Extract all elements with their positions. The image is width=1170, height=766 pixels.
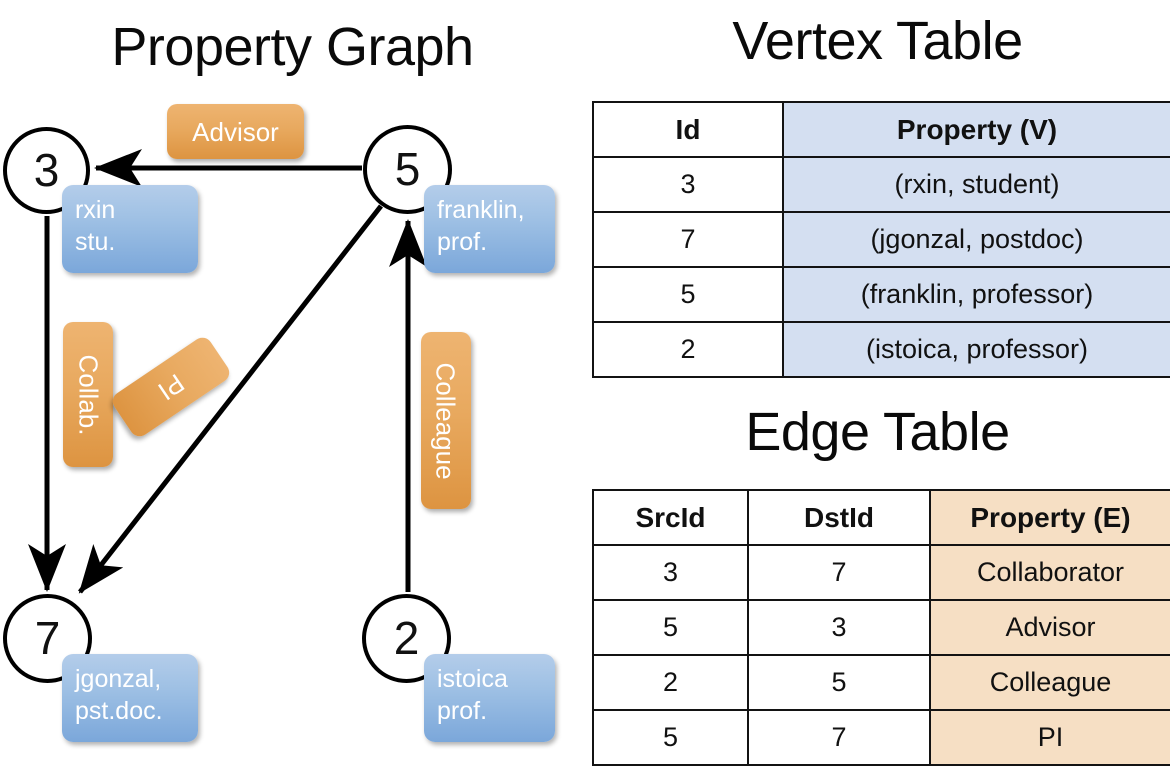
vertex-cell-property: (franklin, professor) (782, 266, 1170, 323)
edge-label-collab-text: Collab. (73, 354, 103, 435)
graph-node-2-id: 2 (393, 611, 420, 664)
vertex-cell-id: 3 (592, 156, 784, 213)
edge-table-header-property: Property (E) (929, 489, 1170, 546)
graph-node-5-id: 5 (394, 142, 421, 195)
edge-cell-srcid: 3 (592, 544, 749, 601)
vertex-cell-property: (istoica, professor) (782, 321, 1170, 378)
edge-cell-srcid: 2 (592, 654, 749, 711)
graph-edge-lines (27, 148, 428, 594)
vertex-cell-id: 2 (592, 321, 784, 378)
edge-cell-property: PI (929, 709, 1170, 766)
graph-node-5-property-line-1: franklin, (437, 196, 525, 224)
edge-cell-dstid: 3 (747, 599, 931, 656)
edge-cell-srcid: 5 (592, 709, 749, 766)
edge-cell-property: Colleague (929, 654, 1170, 711)
page-title-edge-table: Edge Table (745, 402, 1010, 462)
edge-label-pi-text: PI (152, 367, 190, 407)
graph-node-3-property-box[interactable]: rxin stu. (62, 185, 198, 273)
graph-node-2-property-box[interactable]: istoica prof. (424, 654, 555, 742)
graph-node-7-property-line-2: pst.doc. (75, 697, 163, 725)
edge-cell-property: Advisor (929, 599, 1170, 656)
edge-label-collab[interactable]: Collab. (63, 322, 113, 467)
graph-node-5-property-line-2: prof. (437, 228, 488, 256)
table-row[interactable]: 3 (rxin, student) (592, 156, 1170, 213)
vertex-cell-id: 7 (592, 211, 784, 268)
vertex-table-header-row: Id Property (V) (592, 101, 1170, 158)
edge-line-pi (78, 204, 383, 594)
vertex-table: Id Property (V) 3 (rxin, student) 7 (jgo… (592, 101, 1170, 378)
table-row[interactable]: 2 (istoica, professor) (592, 321, 1170, 378)
edge-table-header-row: SrcId DstId Property (E) (592, 489, 1170, 546)
edge-cell-dstid: 7 (747, 544, 931, 601)
table-row[interactable]: 3 7 Collaborator (592, 544, 1170, 601)
table-row[interactable]: 5 7 PI (592, 709, 1170, 766)
table-row[interactable]: 5 3 Advisor (592, 599, 1170, 656)
graph-node-2-property-line-2: prof. (437, 697, 488, 725)
edge-table-header-dstid: DstId (747, 489, 931, 546)
page-title-vertex-table: Vertex Table (732, 11, 1023, 71)
vertex-cell-property: (rxin, student) (782, 156, 1170, 213)
graph-node-7-id: 7 (34, 611, 61, 664)
graph-node-3-id: 3 (33, 143, 60, 196)
property-graph-diagram: 3 5 7 2 rxin stu. franklin, prof. jgonza… (0, 0, 585, 760)
graph-node-2-property-line-1: istoica (437, 665, 508, 693)
graph-node-3-property-line-2: stu. (75, 228, 116, 256)
edge-label-colleague[interactable]: Colleague (421, 332, 471, 509)
graph-node-7-property-box[interactable]: jgonzal, pst.doc. (62, 654, 198, 742)
vertex-table-header-property: Property (V) (782, 101, 1170, 158)
graph-node-7-property-line-1: jgonzal, (75, 665, 162, 693)
graph-node-5-property-box[interactable]: franklin, prof. (424, 185, 555, 273)
graph-node-3-property-line-1: rxin (75, 196, 116, 224)
edge-label-advisor-text: Advisor (192, 116, 279, 147)
edge-cell-dstid: 7 (747, 709, 931, 766)
graph-node-2[interactable]: 2 (362, 594, 451, 683)
graph-node-5[interactable]: 5 (363, 125, 452, 214)
table-row[interactable]: 5 (franklin, professor) (592, 266, 1170, 323)
vertex-cell-id: 5 (592, 266, 784, 323)
table-row[interactable]: 7 (jgonzal, postdoc) (592, 211, 1170, 268)
edge-label-colleague-text: Colleague (431, 361, 461, 480)
edge-cell-srcid: 5 (592, 599, 749, 656)
edge-label-advisor[interactable]: Advisor (167, 104, 304, 159)
edge-cell-dstid: 5 (747, 654, 931, 711)
table-row[interactable]: 2 5 Colleague (592, 654, 1170, 711)
vertex-cell-property: (jgonzal, postdoc) (782, 211, 1170, 268)
page-title-property-graph: Property Graph (111, 17, 474, 77)
edge-cell-property: Collaborator (929, 544, 1170, 601)
vertex-table-header-id: Id (592, 101, 784, 158)
edge-table: SrcId DstId Property (E) 3 7 Collaborato… (592, 489, 1170, 766)
edge-table-header-srcid: SrcId (592, 489, 749, 546)
